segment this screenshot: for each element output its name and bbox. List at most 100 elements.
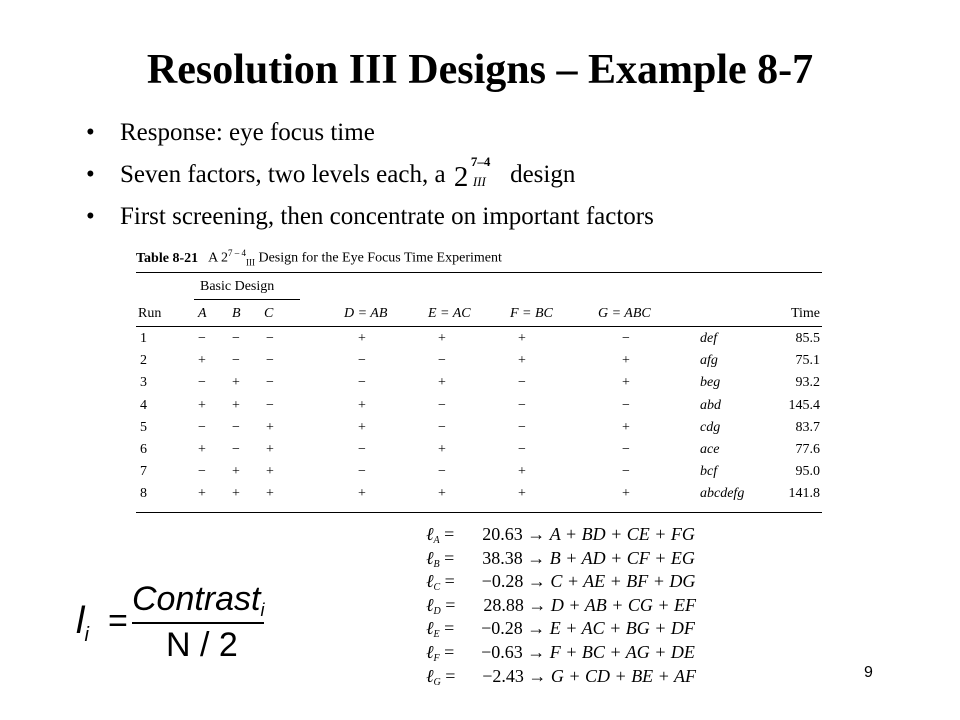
bullet-text: Seven factors, two levels each, a [120, 161, 452, 188]
formula-lhs-sub: i [84, 624, 89, 646]
effect-symbol: ℓ [426, 547, 434, 568]
sign-cell: + [266, 442, 274, 457]
sign-cell: − [622, 442, 630, 457]
sign-cell: + [438, 486, 446, 502]
sign-cell: − [358, 464, 366, 480]
basic-design-header: Basic Design [200, 279, 275, 294]
sign-cell: − [198, 419, 206, 435]
effect-symbol: ℓ [426, 618, 434, 639]
effect-formula: li = Contrasti N / 2 [74, 578, 274, 668]
sign-cell: − [438, 464, 446, 480]
alias-chain: E + AC + BG + DF [549, 618, 695, 639]
sign-cell: − [358, 442, 366, 457]
effect-value: −0.28 [481, 571, 524, 592]
effect-subscript: F [433, 652, 440, 664]
run-number: 3 [140, 375, 147, 391]
effect-subscript: E [433, 629, 440, 641]
sign-cell: + [518, 464, 526, 480]
sign-cell: + [438, 442, 446, 457]
effect-line: ℓG = −2.43 → G + CD + BE + AF [426, 665, 696, 689]
column-header: C [264, 306, 274, 321]
column-header: B [232, 306, 241, 321]
effect-subscript: A [433, 535, 440, 546]
formula-numerator-sub: i [260, 600, 265, 620]
column-header: D = AB [344, 306, 388, 321]
time-value: 77.6 [795, 442, 821, 457]
formula-numerator: Contrasti [132, 580, 265, 621]
run-number: 2 [140, 353, 147, 369]
formula-lhs: li [76, 600, 89, 647]
arrow-icon: → [527, 524, 546, 544]
column-header: A [198, 306, 207, 321]
effect-symbol: ℓ [426, 594, 434, 615]
sign-cell: − [622, 464, 630, 480]
effect-value: 20.63 [482, 524, 523, 544]
time-value: 83.7 [795, 419, 821, 435]
arrow-icon: → [527, 547, 546, 568]
column-header: Time [790, 306, 820, 321]
equals-sign: = [445, 665, 456, 686]
effect-line: ℓD = 28.88 → D + AB + CG + EF [426, 594, 696, 618]
effect-symbol: ℓ [426, 524, 434, 544]
treatment-combination: beg [700, 375, 721, 391]
sign-cell: + [358, 397, 366, 413]
caption-pre: A 2 [208, 250, 228, 266]
sign-cell: − [622, 331, 630, 346]
bullet-item: • First screening, then concentrate on i… [86, 202, 654, 244]
bullet-dot-icon: • [86, 161, 95, 188]
sign-cell: − [198, 375, 206, 391]
effect-line: ℓA = 20.63 → A + BD + CE + FG [426, 523, 696, 547]
slide-title: Resolution III Designs – Example 8-7 [146, 47, 814, 93]
effect-value: 38.38 [482, 547, 523, 568]
arrow-icon: → [528, 594, 547, 615]
caption-sup: 7 – 4 [227, 248, 246, 258]
bullet-text: Response: eye focus time [120, 119, 375, 146]
effect-subscript: C [433, 582, 441, 594]
table-bottom-rule [136, 512, 822, 513]
run-number: 4 [140, 397, 147, 413]
sign-cell: + [232, 486, 240, 502]
caption-sub: III [245, 257, 255, 268]
alias-chain: D + AB + CG + EF [550, 594, 696, 615]
sign-cell: + [232, 464, 240, 480]
column-header: E = AC [428, 306, 471, 321]
column-header: Run [138, 306, 162, 321]
alias-chain: F + BC + AG + DE [549, 641, 695, 662]
effect-symbol: ℓ [426, 571, 434, 592]
bullet-text-tail: design [503, 161, 576, 188]
sign-cell: − [518, 375, 526, 391]
effect-value: −0.28 [481, 618, 523, 639]
time-value: 75.1 [795, 353, 821, 369]
sign-cell: − [266, 353, 274, 369]
bullet-dot-icon: • [86, 119, 95, 146]
caption-post: Design for the Eye Focus Time Experiment [254, 250, 502, 266]
time-value: 141.8 [788, 486, 821, 502]
sign-cell: + [198, 353, 206, 369]
sign-cell: + [266, 464, 274, 480]
time-value: 145.4 [788, 397, 821, 413]
sign-cell: − [266, 397, 274, 413]
sign-cell: − [266, 375, 274, 391]
equals-sign: = [444, 524, 455, 544]
run-number: 1 [140, 331, 147, 346]
table-top-rule [136, 272, 822, 273]
time-value: 85.5 [795, 331, 821, 346]
time-value: 93.2 [795, 375, 821, 391]
effect-subscript: G [433, 676, 441, 688]
sign-cell: − [438, 419, 446, 435]
formula-denominator: N / 2 [166, 626, 238, 664]
column-header: G = ABC [598, 306, 651, 321]
sign-cell: + [622, 419, 630, 435]
sign-cell: + [198, 486, 206, 502]
sign-cell: − [198, 331, 206, 346]
page-number: 9 [864, 664, 873, 681]
sign-cell: + [622, 375, 630, 391]
sign-cell: − [518, 419, 526, 435]
effect-symbol: ℓ [426, 641, 434, 662]
equals-sign: = [444, 618, 455, 639]
sign-cell: + [198, 442, 206, 457]
sign-cell: + [518, 486, 526, 502]
time-value: 95.0 [795, 464, 821, 480]
sign-cell: − [232, 331, 240, 346]
